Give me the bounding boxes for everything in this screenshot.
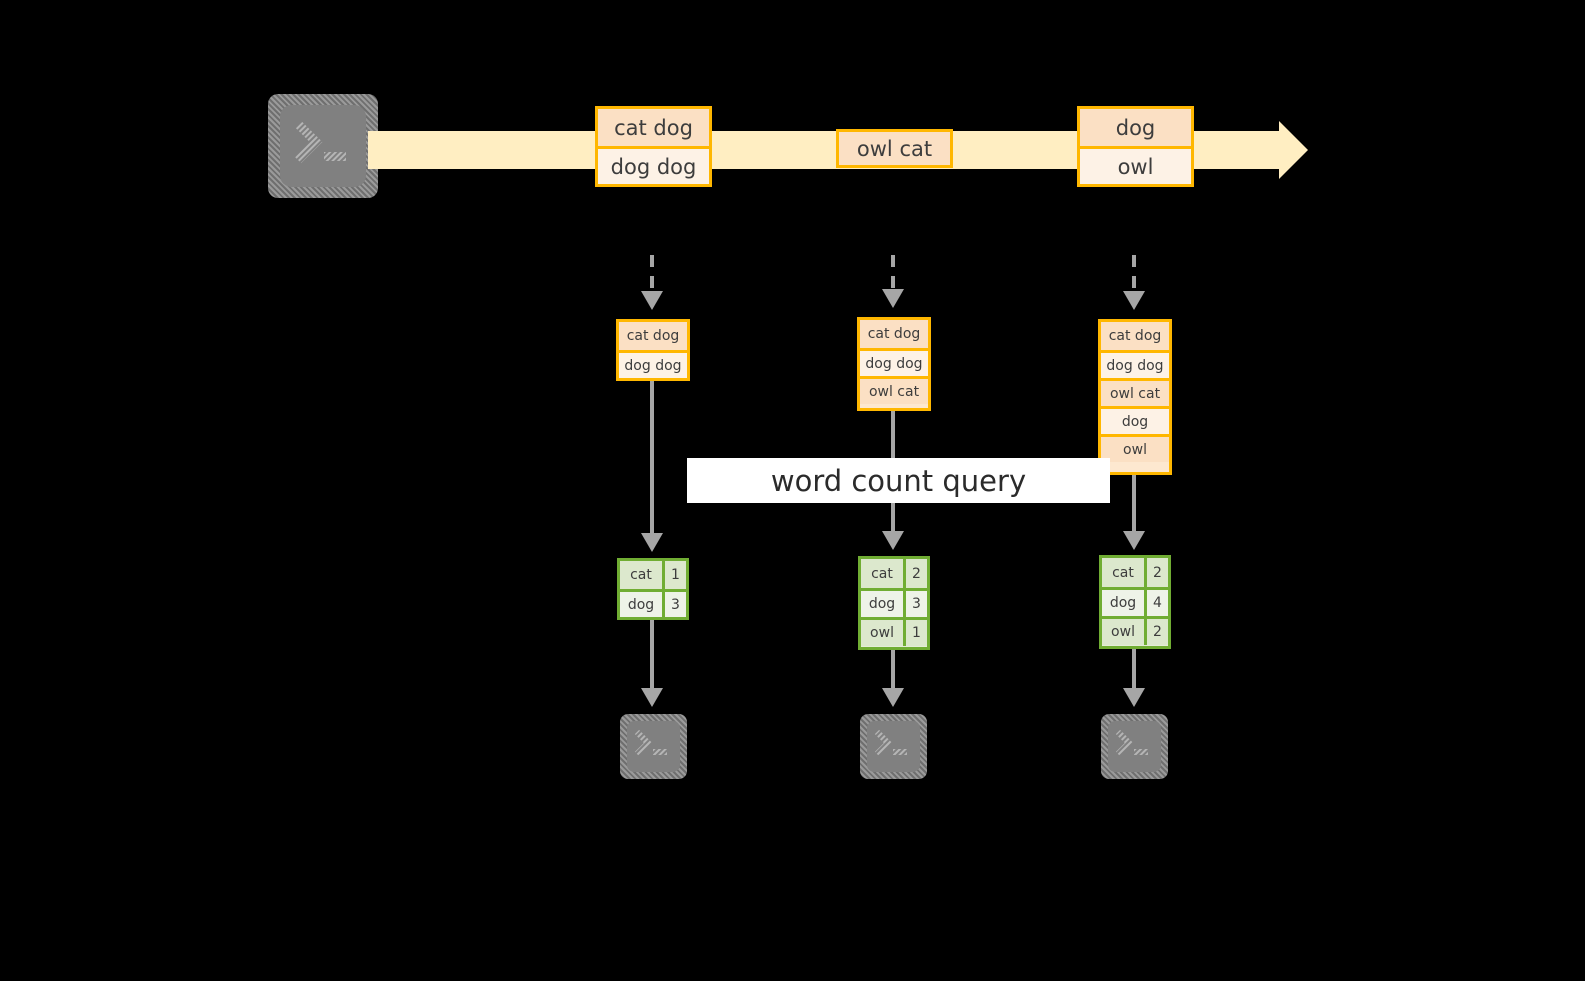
stage-1-sink-arrowhead — [641, 688, 663, 707]
stream-batch-3: dog owl — [1077, 106, 1194, 187]
stage-2-query-arrowhead — [882, 531, 904, 550]
batch-line: owl cat — [839, 132, 950, 165]
stage-1-trigger-arrowhead — [641, 291, 663, 310]
stage-3-query-arrowhead — [1123, 531, 1145, 550]
stage-2-result-table: cat 2 dog 3 owl 1 — [858, 556, 930, 650]
result-row: dog 3 — [620, 589, 686, 617]
terminal-prompt-glyph — [1115, 729, 1148, 757]
result-count: 2 — [903, 559, 927, 588]
stage-3-input-table: cat dog dog dog owl cat dog owl — [1098, 319, 1172, 475]
result-row: cat 2 — [1102, 558, 1168, 587]
stage-1-result-table: cat 1 dog 3 — [617, 558, 689, 620]
input-row: dog dog — [1101, 350, 1169, 378]
stage-3-query-arrow-line — [1132, 475, 1136, 533]
result-row: dog 3 — [861, 588, 927, 617]
source-terminal-icon — [268, 94, 378, 198]
result-count: 1 — [903, 620, 927, 646]
input-row: cat dog — [619, 322, 687, 350]
stage-2-input-table: cat dog dog dog owl cat — [857, 317, 931, 411]
stage-2-sink-arrow-line — [891, 650, 895, 690]
result-row: cat 2 — [861, 559, 927, 588]
result-word: dog — [620, 592, 662, 617]
batch-line: cat dog — [598, 109, 709, 146]
stage-2-trigger-arrow-line — [891, 255, 895, 291]
stream-batch-1: cat dog dog dog — [595, 106, 712, 187]
terminal-prompt-glyph — [634, 729, 667, 757]
stage-3-result-table: cat 2 dog 4 owl 2 — [1099, 555, 1171, 649]
result-count: 2 — [1144, 619, 1168, 645]
input-row: owl cat — [860, 376, 928, 404]
batch-line: dog — [1080, 109, 1191, 146]
stage-2-trigger-arrowhead — [882, 289, 904, 308]
stream-batch-2: owl cat — [836, 129, 953, 168]
terminal-face — [1108, 721, 1161, 772]
result-word: cat — [1102, 558, 1144, 587]
result-word: owl — [861, 620, 903, 646]
terminal-prompt-glyph — [294, 120, 346, 164]
result-row: owl 2 — [1102, 616, 1168, 645]
stage-3-sink-arrowhead — [1123, 688, 1145, 707]
input-row: cat dog — [860, 320, 928, 348]
result-word: dog — [861, 591, 903, 617]
stage-3-trigger-arrow-line — [1132, 255, 1136, 293]
stage-1-query-arrowhead — [641, 533, 663, 552]
stage-3-trigger-arrowhead — [1123, 291, 1145, 310]
batch-line: owl — [1080, 146, 1191, 184]
word-count-query-text: word count query — [770, 463, 1027, 498]
input-row: dog — [1101, 406, 1169, 434]
terminal-prompt-glyph — [874, 729, 907, 757]
stage-1-sink-arrow-line — [650, 620, 654, 690]
result-row: owl 1 — [861, 617, 927, 646]
result-word: cat — [861, 559, 903, 588]
stage-2-sink-terminal-icon — [860, 714, 927, 779]
result-count: 2 — [1144, 558, 1168, 587]
stage-2-sink-arrowhead — [882, 688, 904, 707]
result-count: 4 — [1144, 590, 1168, 616]
input-row: dog dog — [619, 350, 687, 378]
terminal-face — [867, 721, 920, 772]
result-row: cat 1 — [620, 561, 686, 589]
result-row: dog 4 — [1102, 587, 1168, 616]
stage-3-sink-arrow-line — [1132, 649, 1136, 690]
stage-1-query-arrow-line — [650, 381, 654, 536]
stream-flow-arrowhead — [1279, 121, 1308, 179]
terminal-face — [280, 105, 366, 187]
stage-1-trigger-arrow-line — [650, 255, 654, 293]
stage-1-input-table: cat dog dog dog — [616, 319, 690, 381]
input-row: dog dog — [860, 348, 928, 376]
word-count-query-label: word count query — [687, 458, 1110, 503]
terminal-face — [627, 721, 680, 772]
batch-line: dog dog — [598, 146, 709, 184]
result-count: 3 — [903, 591, 927, 617]
input-row: owl — [1101, 434, 1169, 462]
result-word: cat — [620, 561, 662, 589]
result-count: 1 — [662, 561, 686, 589]
stage-1-sink-terminal-icon — [620, 714, 687, 779]
input-row: cat dog — [1101, 322, 1169, 350]
result-word: owl — [1102, 619, 1144, 645]
result-word: dog — [1102, 590, 1144, 616]
result-count: 3 — [662, 592, 686, 617]
input-row: owl cat — [1101, 378, 1169, 406]
stage-3-sink-terminal-icon — [1101, 714, 1168, 779]
